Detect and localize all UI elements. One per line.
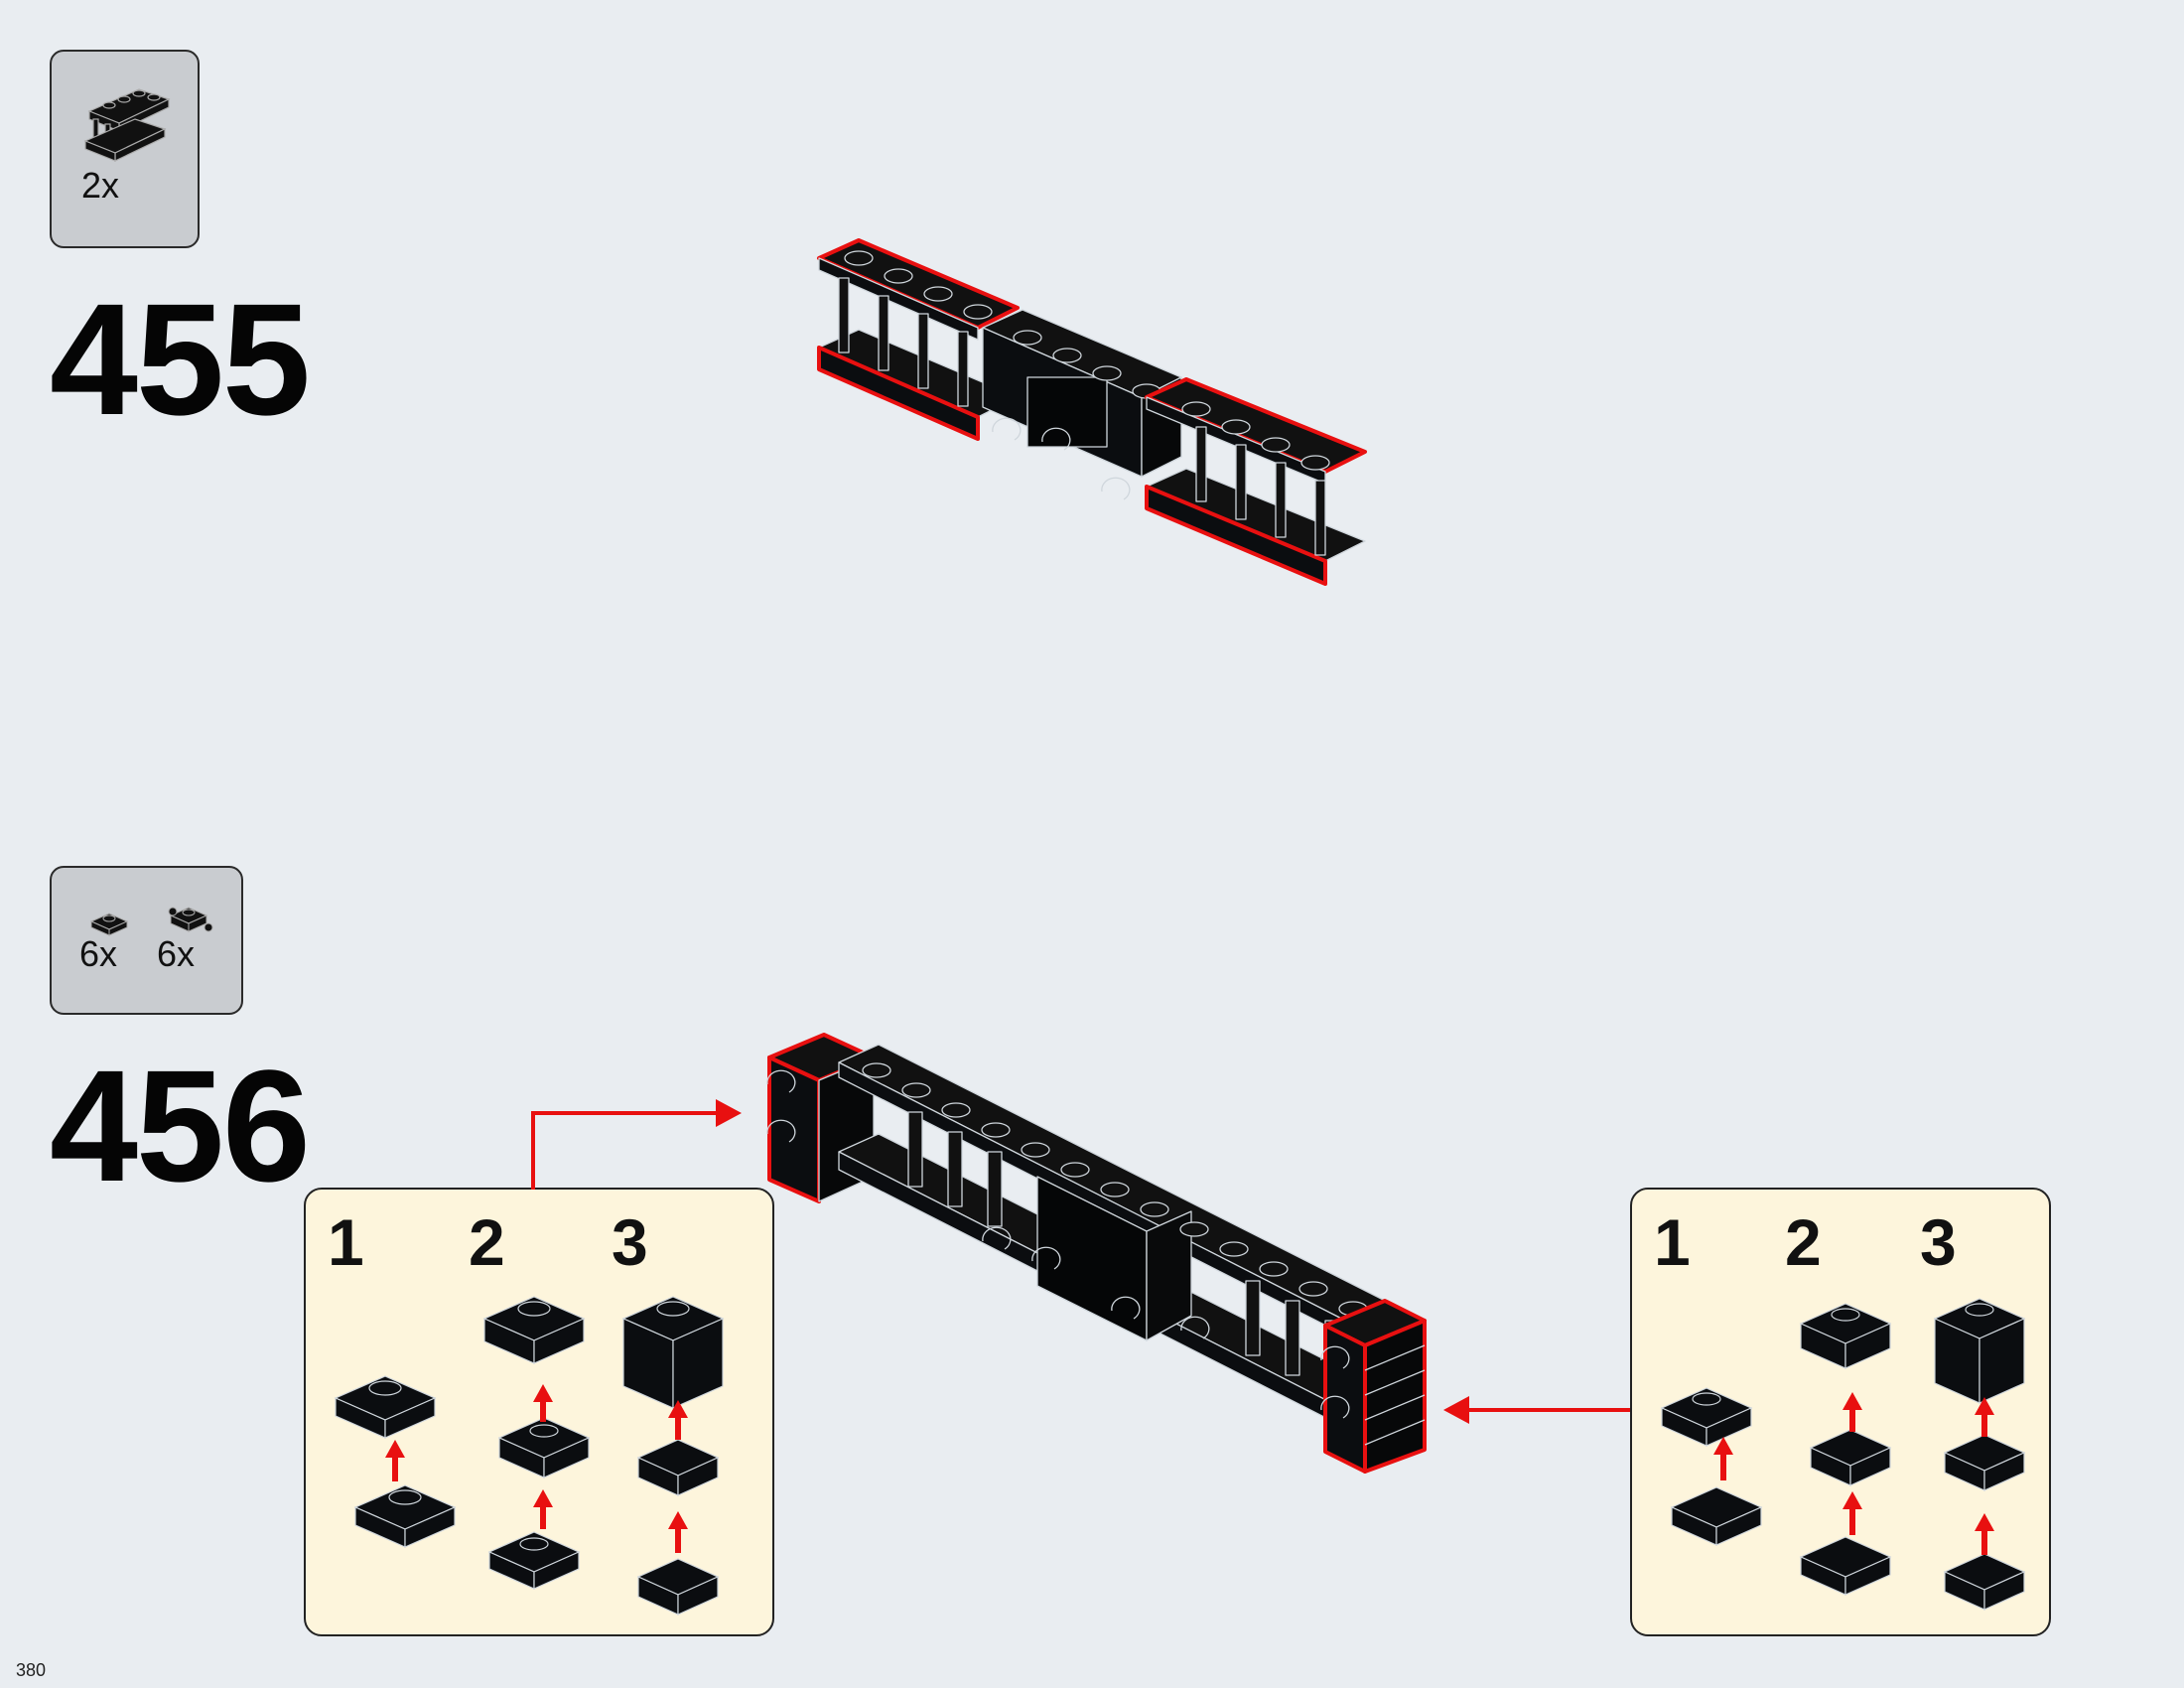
- callout-arrow-right: [1443, 1396, 1630, 1424]
- parts-list-455: 2x: [50, 50, 200, 248]
- plate-1x1-clip-icon: [89, 913, 129, 936]
- page-number: 380: [16, 1660, 47, 1680]
- part-count: 2x: [81, 165, 120, 206]
- part-count: 6x: [79, 933, 118, 974]
- sub-assembly-callout-left: 1 2 3: [304, 1188, 774, 1636]
- substep-diagram: [1660, 1298, 2026, 1611]
- substep-number: 2: [1785, 1205, 1822, 1279]
- sub-assembly-callout-right: 1 2 3: [1630, 1188, 2051, 1636]
- substep-diagram: [334, 1296, 725, 1616]
- substep-number: 2: [469, 1205, 505, 1279]
- substep-number: 3: [1920, 1205, 1957, 1279]
- substep-number: 3: [612, 1205, 648, 1279]
- substep-number: 1: [1654, 1205, 1691, 1279]
- fence-assembly-model: [766, 1033, 1427, 1474]
- plate-1x1-double-clip-icon: [168, 907, 213, 932]
- step-number: 456: [50, 1037, 311, 1214]
- parts-list-456: 6x 6x: [50, 866, 243, 1015]
- fence-assembly-model: [817, 238, 1367, 586]
- substep-number: 1: [328, 1205, 364, 1279]
- fence-1x4x2-icon: [83, 88, 171, 162]
- callout-arrow-left: [531, 1099, 742, 1190]
- part-count: 6x: [157, 933, 196, 974]
- step-number: 455: [50, 270, 311, 448]
